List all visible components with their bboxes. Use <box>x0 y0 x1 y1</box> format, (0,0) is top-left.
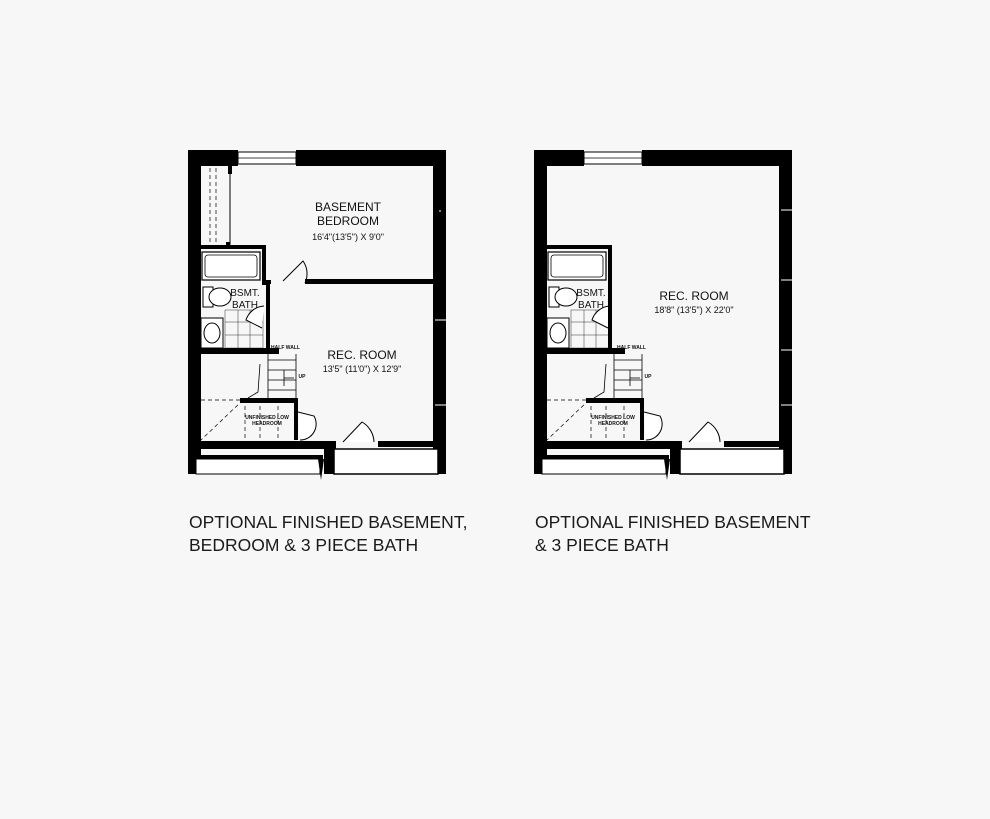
exterior-wall-left <box>188 150 201 474</box>
stairs-up-label: UP <box>298 374 306 380</box>
half-wall-label: HALF WALL <box>617 345 646 351</box>
half-wall-label: HALF WALL <box>271 345 300 351</box>
bath-label: BSMT. BATH <box>576 288 606 311</box>
rec-room-dimensions: 13'5" (11'0") X 12'9" <box>322 364 402 374</box>
unfinished-label: UNFINISHED LOW HEADROOM <box>591 415 635 427</box>
rec-room-label: REC. ROOM <box>327 348 397 362</box>
caption-bedroom-option: OPTIONAL FINISHED BASEMENT, BEDROOM & 3 … <box>189 512 468 555</box>
floor-plan-bedroom-option: BASEMENT BEDROOM 16'4"(13'5") X 9'0" BSM… <box>188 150 448 480</box>
bath-label: BSMT. BATH <box>230 288 260 311</box>
rec-room-dimensions: 18'8" (13'5") X 22'0" <box>654 305 734 315</box>
floor-plan-drawing <box>534 150 792 480</box>
floor-plan-open-option: BSMT. BATH HALF WALL UP UNFINISHED LOW H… <box>534 150 794 480</box>
stairs-up-label: UP <box>644 374 652 380</box>
bedroom-dimensions: 16'4"(13'5") X 9'0" <box>312 232 384 242</box>
bedroom-label: BASEMENT BEDROOM <box>314 200 381 228</box>
floor-plan-drawing <box>188 150 446 480</box>
caption-open-option: OPTIONAL FINISHED BASEMENT & 3 PIECE BAT… <box>535 512 811 555</box>
rec-room-label: REC. ROOM <box>659 289 729 303</box>
unfinished-label: UNFINISHED LOW HEADROOM <box>245 415 289 427</box>
exterior-wall-right <box>433 150 446 474</box>
